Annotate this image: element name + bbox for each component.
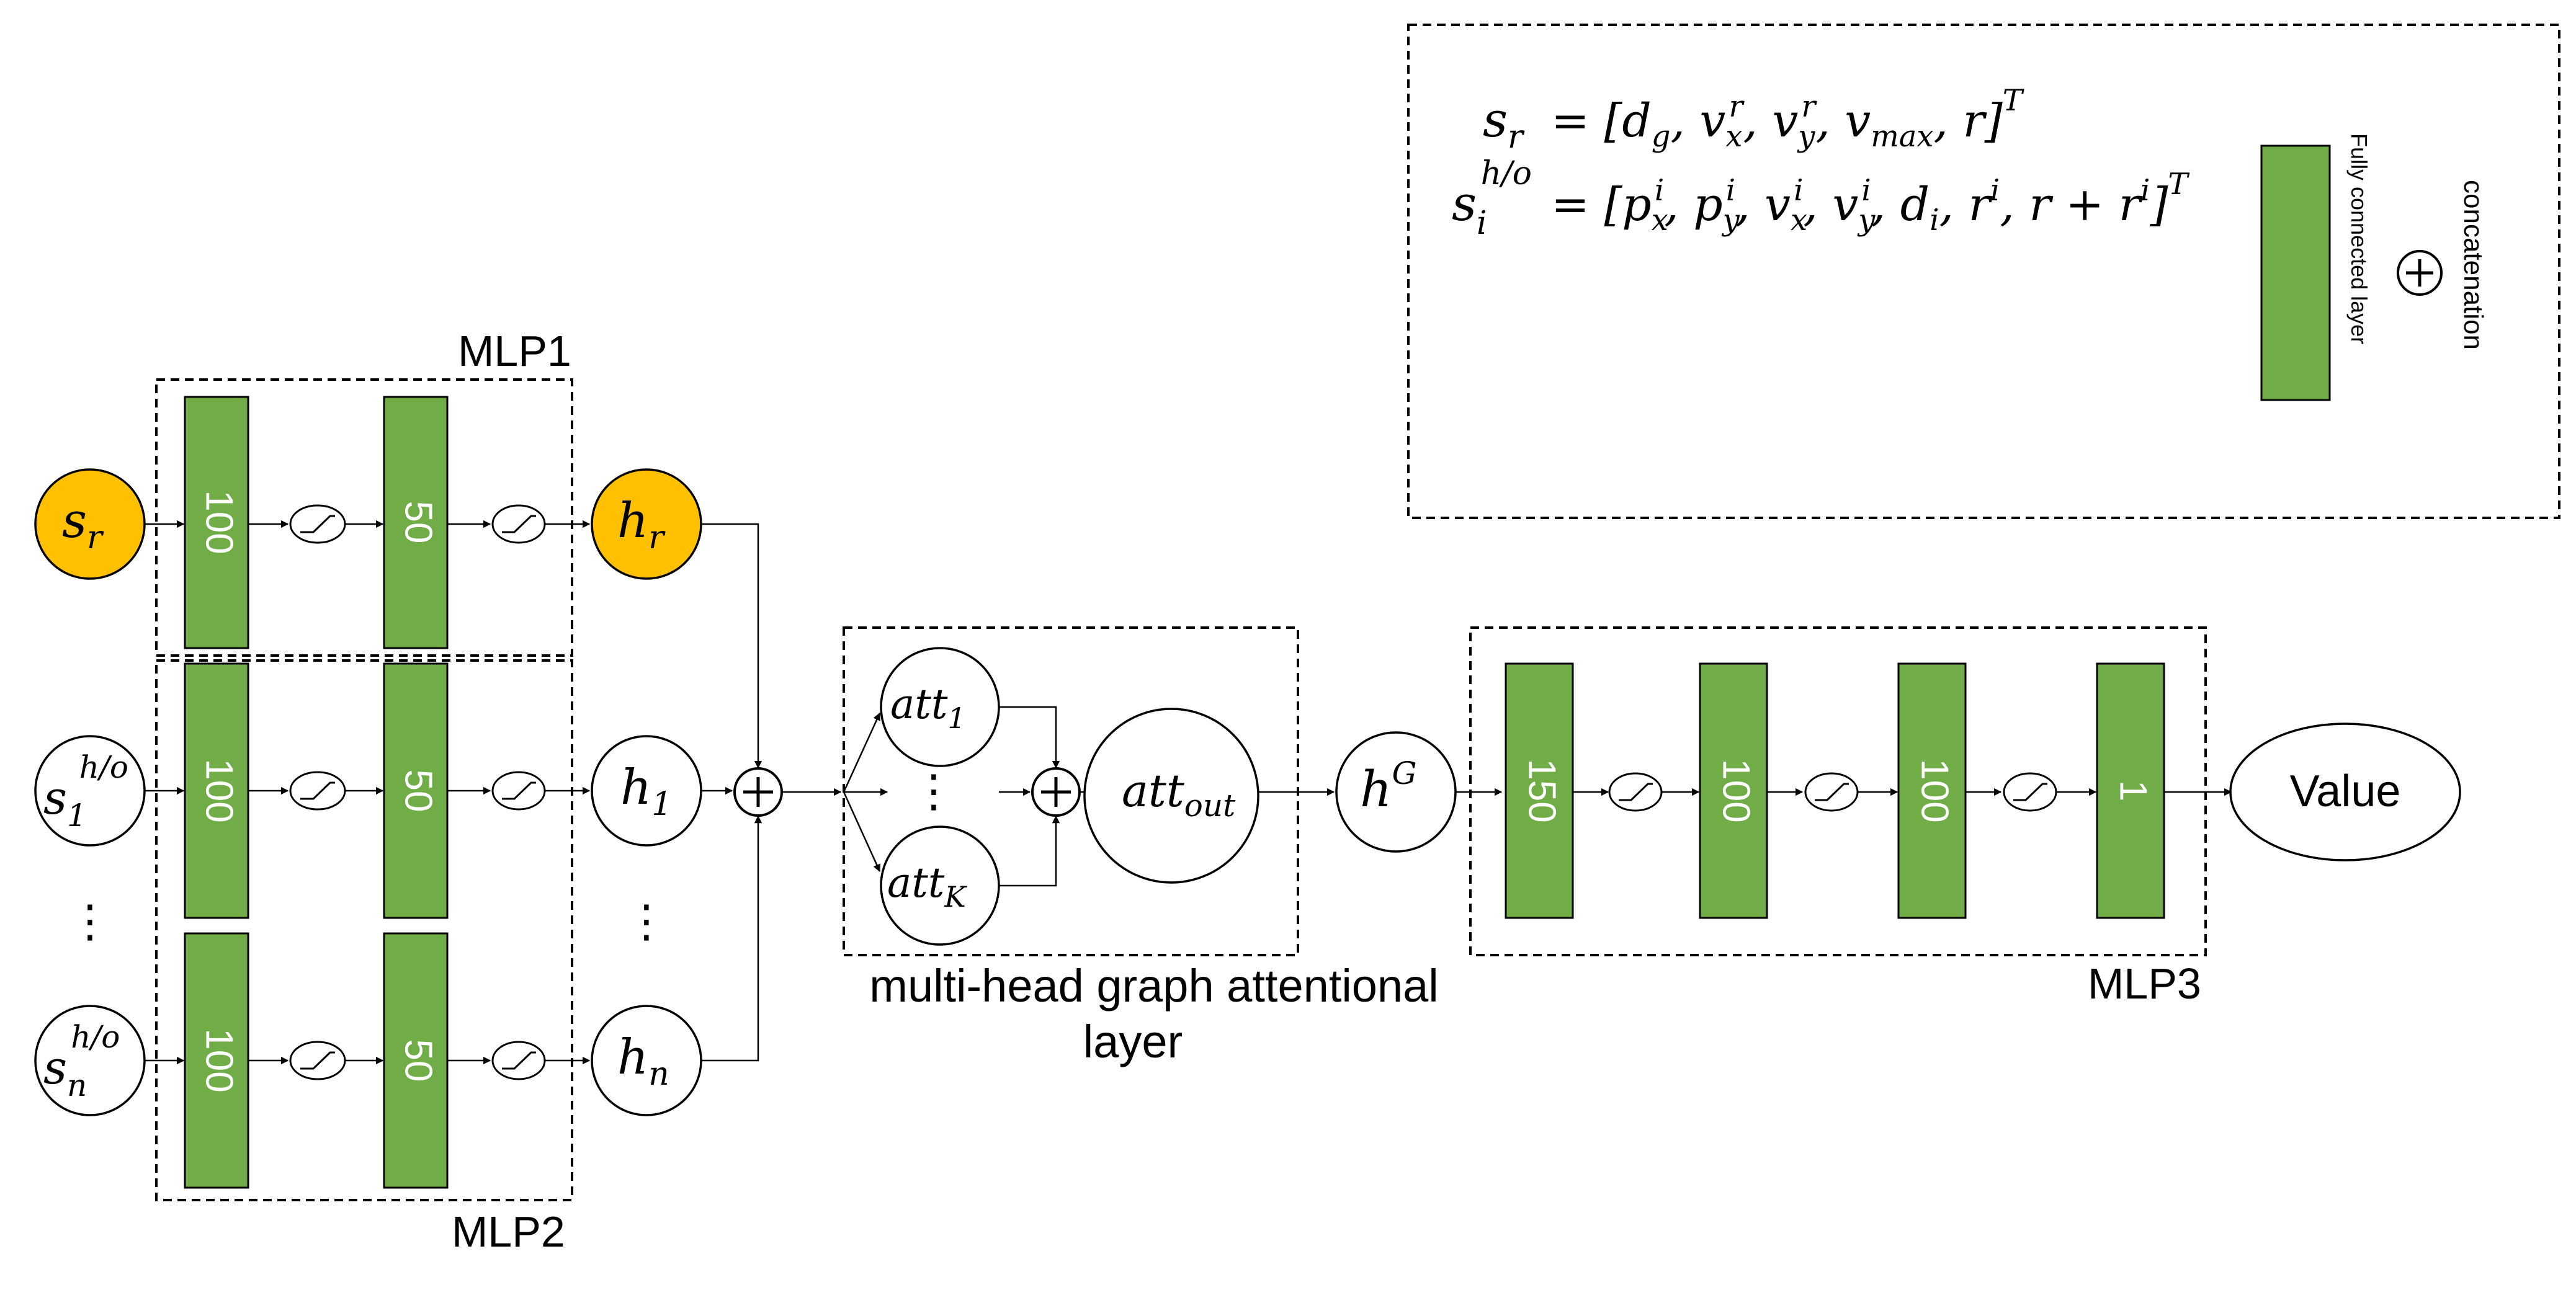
mlp3-fc3-size: 100	[1913, 758, 1956, 822]
mlp2-block: MLP2	[155, 659, 573, 1256]
legend-eq1-rhs: = [dg, vxr, vyr, vmax, r]T	[1551, 83, 2024, 154]
legend-box: sr = [dg, vxr, vyr, vmax, r]T sih/o = [p…	[1407, 24, 2560, 519]
robot-state-label: sr	[62, 493, 104, 556]
mlp3-fc4-size: 1	[2112, 780, 2155, 801]
mlp1-activation-1	[289, 504, 346, 544]
legend-fc-label: Fully connected layer	[2346, 133, 2372, 344]
mlp3-block: MLP3	[1469, 626, 2207, 1008]
mlp2-rown-activation-1	[289, 1041, 346, 1080]
hidden-n-label: hn	[617, 1030, 669, 1093]
mlp3-fc1-size: 150	[1521, 758, 1563, 822]
mlp3-activation-3	[2003, 772, 2057, 812]
value-output-label: Value	[2290, 767, 2401, 816]
attention-label-line2: layer	[1083, 1016, 1183, 1067]
mlp1-block: MLP1	[155, 327, 573, 657]
mlp2-row1-fc2-size: 50	[397, 770, 440, 812]
mlp2-label: MLP2	[452, 1208, 565, 1256]
mlp3-label: MLP3	[2088, 959, 2201, 1008]
concat-node	[733, 767, 783, 817]
legend-eq2-rhs: = [pxi, pyi, vxi, vyi, di, ri, r + ri]T	[1551, 167, 2189, 238]
mlp2-row1-activation-1	[289, 771, 346, 811]
mlp3-fc2	[1699, 662, 1768, 919]
legend-eq1-lhs: sr	[1483, 92, 1525, 156]
hidden-ellipsis: ⋮	[624, 897, 669, 946]
mlp1-activation-2	[491, 504, 546, 544]
mlp1-fc2	[383, 396, 449, 649]
mlp2-rown-fc1	[184, 932, 249, 1189]
attention-head-1-label: att1	[890, 680, 966, 735]
legend-concat-icon	[2397, 250, 2443, 296]
legend-eq2-lhs: sih/o	[1452, 155, 1532, 242]
mlp2-rown-activation-2	[491, 1041, 546, 1080]
mlp1-label: MLP1	[458, 327, 571, 375]
attention-label-line1: multi-head graph attentional	[869, 960, 1438, 1012]
legend-fc-swatch	[2260, 145, 2331, 401]
mlp2-rown-fc2-size: 50	[397, 1039, 440, 1082]
attention-head-ellipsis: ⋮	[911, 767, 956, 816]
mlp1-fc2-size: 50	[397, 501, 440, 544]
attention-output-node	[1083, 708, 1259, 884]
attention-concat-node	[1031, 767, 1081, 817]
mlp3-fc1	[1505, 662, 1574, 919]
mlp3-fc4	[2096, 662, 2165, 919]
mlp2-rown-fc2	[383, 932, 449, 1189]
mlp3-fc2-size: 100	[1715, 758, 1758, 822]
value-output-node	[2229, 723, 2461, 861]
mlp3-activation-1	[1608, 772, 1663, 812]
graph-embedding-node	[1335, 731, 1457, 853]
mlp2-row1-fc1	[184, 662, 249, 919]
mlp2-row1-fc1-size: 100	[198, 758, 241, 822]
mlp1-fc1-size: 100	[198, 490, 241, 554]
mlp2-row1-activation-2	[491, 771, 546, 811]
mlp2-rown-fc1-size: 100	[198, 1028, 241, 1092]
legend-concat-label: concatenation	[2458, 180, 2489, 350]
mlp1-fc1	[184, 396, 249, 649]
mlp3-fc3	[1897, 662, 1967, 919]
input-ellipsis: ⋮	[68, 897, 112, 946]
mlp3-activation-2	[1804, 772, 1859, 812]
attention-head-k-label: attK	[887, 859, 967, 914]
